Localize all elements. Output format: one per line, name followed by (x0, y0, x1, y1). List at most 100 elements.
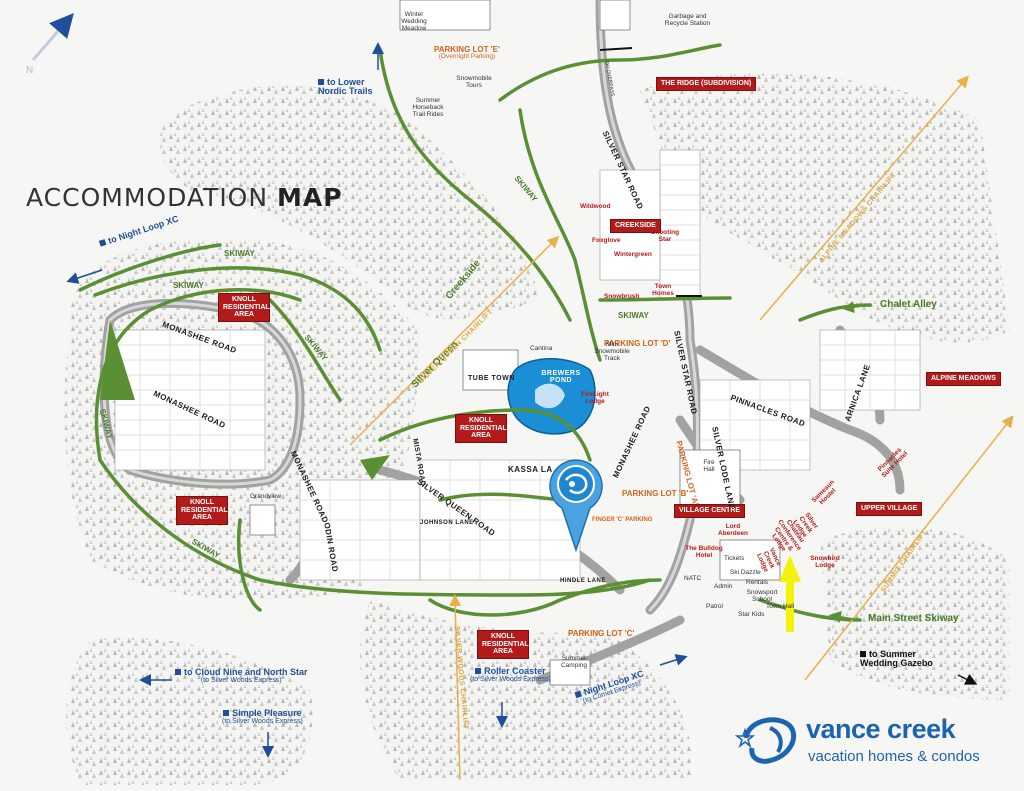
skiway-chalet-alley (798, 303, 872, 322)
the-ridge-box: THE RIDGE (SUBDIVISION) (656, 77, 757, 91)
skiway-main-street (758, 598, 862, 622)
simple-pleasure-link[interactable]: Simple Pleasure (to Silver Woods Express… (222, 708, 303, 726)
grandview-label: Grandview (250, 493, 282, 500)
skiway-outer-west (93, 266, 382, 352)
blue-square-icon (475, 668, 482, 674)
creekside-box: CREEKSIDE (610, 219, 661, 233)
yellow-highlight-arrow (779, 555, 801, 632)
parking-lot-c-label: PARKING LOT 'C' (568, 629, 635, 638)
brewers-pond-label: BREWERS POND (541, 370, 581, 385)
chalet-alley-label: Chalet Alley (880, 299, 937, 310)
star-kids-label: Star Kids (738, 611, 765, 618)
admin-label: Admin (714, 583, 733, 590)
compass-n-label: N (26, 65, 34, 76)
village-centre-box: VILLAGE CENTRE (674, 504, 746, 518)
main-street-skiway-label: Main Street Skiway (868, 613, 959, 624)
roller-coaster-link[interactable]: Roller Coaster (to Silver Woods Express) (470, 666, 551, 684)
logo-brand-text: vance creek (806, 714, 956, 744)
shooting-star-lodge-label: Shooting Star (650, 229, 680, 243)
vance-creek-swirl-icon (734, 717, 797, 764)
title-part-1: ACCOMMODATION (26, 183, 278, 212)
winter-wedding-label: Winter Wedding Meadow (401, 11, 427, 32)
parking-e-title: PARKING LOT 'E' (434, 45, 500, 54)
summer-gazebo-link[interactable]: to Summer Wedding Gazebo (860, 649, 955, 669)
lord-aberdeen-label: Lord Aberdeen (718, 523, 748, 537)
monashee-lots (114, 329, 266, 471)
patrol-label: Patrol (706, 603, 723, 610)
firelight-lodge-label: FireLight Lodge (581, 391, 609, 405)
skiway-night-loop (78, 243, 222, 292)
skiway-north (378, 48, 572, 322)
skiway-label-7: SKIWAY (618, 311, 649, 320)
upper-village-box: UPPER VILLAGE (856, 502, 923, 516)
parking-lot-d-label: PARKING LOT 'D' (604, 339, 671, 348)
forest-south (360, 600, 692, 780)
snowsport-school-label: Snowsport School (746, 589, 778, 603)
chairlift-summit-line (804, 415, 1014, 681)
parking-e-note: (Overnight Parking) (438, 53, 496, 61)
lower-nordic-trails-link[interactable]: to Lower Nordic Trails (318, 77, 388, 97)
mini-snowmobile-label: Mini Snowmobile Track (594, 341, 630, 362)
chairlift-alpine-meadows-line (759, 75, 969, 321)
kassa-lane-label: KASSA LA (508, 465, 553, 474)
knoll-box-2: KNOLL RESIDENTIAL AREA (455, 414, 507, 444)
blue-square-icon (574, 690, 583, 699)
chairlift-silver-woods-line (449, 594, 462, 781)
skiway-loop-west (94, 288, 302, 462)
summer-horseback-label: Summer Horseback Trail Rides (412, 97, 444, 118)
roller-coaster-sub: (to Silver Woods Express) (470, 676, 551, 684)
skiway-silver-queen-south (428, 578, 662, 617)
north-arrow (31, 12, 74, 61)
fire-hall-label: Fire Hall (703, 459, 715, 473)
forest-east (640, 73, 1010, 343)
cloud-nine-sub: (to Silver Woods Express) (200, 677, 282, 685)
johnson-lane-label: JOHNSON LANE (420, 520, 474, 526)
summer-gazebo-text: to Summer Wedding Gazebo (860, 649, 933, 669)
forest-southwest (66, 637, 313, 785)
natc-label: NATC (684, 575, 702, 582)
simple-pleasure-sub: (to Silver Woods Express) (222, 718, 303, 726)
forest-right-south (820, 526, 1010, 700)
foxglove-lodge-label: Foxglove (592, 237, 621, 244)
ski-dazzle-label: Ski Dazzle (730, 569, 761, 576)
town-homes-label: Town Homes (652, 283, 674, 297)
title-part-2: MAP (277, 183, 343, 212)
skiway-east (598, 296, 732, 302)
snowbrush-lodge-label: Snowbrush (604, 293, 640, 300)
knoll-box-1: KNOLL RESIDENTIAL AREA (218, 293, 270, 323)
rentals-label: Rentals (746, 579, 769, 586)
wintergreen-lodge-label: Wintergreen (614, 251, 652, 258)
wildwood-lodge-label: Wildwood (580, 203, 611, 210)
tube-town-label: TUBE TOWN (468, 375, 515, 382)
hindle-lane-label: HINDLE LANE (560, 578, 606, 584)
chairlift-silver-queen-line (349, 235, 560, 446)
skiway-creekside-down (518, 108, 602, 362)
bulldog-hotel-label: The Bulldog Hotel (685, 545, 723, 559)
blue-square-icon (223, 710, 230, 716)
forest-north (158, 85, 541, 319)
skiway-triangle (100, 320, 135, 400)
blue-square-icon (175, 669, 181, 675)
knoll-box-3: KNOLL RESIDENTIAL AREA (176, 496, 228, 526)
blue-square-icon (318, 79, 324, 85)
skiway-creekside (498, 43, 722, 102)
cloud-nine-link[interactable]: to Cloud Nine and North Star (to Silver … (175, 667, 308, 685)
pinnacles-lots (699, 379, 811, 471)
garbage-label: Garbage and Recycle Station (664, 13, 711, 27)
skiway-sw-link (236, 518, 262, 612)
location-pin-icon[interactable] (548, 456, 604, 557)
cloud-nine-text: to Cloud Nine and North Star (184, 667, 308, 677)
vance-creek-logo: vance creek vacation homes & condos (728, 708, 990, 774)
skiway-upper (378, 408, 592, 462)
skiway-label-2: SKIWAY (173, 281, 204, 290)
alpine-meadows-box: ALPINE MEADOWS (926, 372, 1001, 386)
knoll-box-4: KNOLL RESIDENTIAL AREA (477, 630, 529, 660)
logo-sub-text: vacation homes & condos (808, 748, 980, 765)
snowmobile-tours-label: Snowmobile Tours (456, 75, 492, 89)
tickets-label: Tickets (724, 555, 745, 562)
parking-lot-b-label: PARKING LOT 'B' (622, 489, 689, 498)
simple-pleasure-text: Simple Pleasure (232, 708, 302, 718)
finger-c-parking-label: FINGER 'C' PARKING (592, 517, 653, 523)
